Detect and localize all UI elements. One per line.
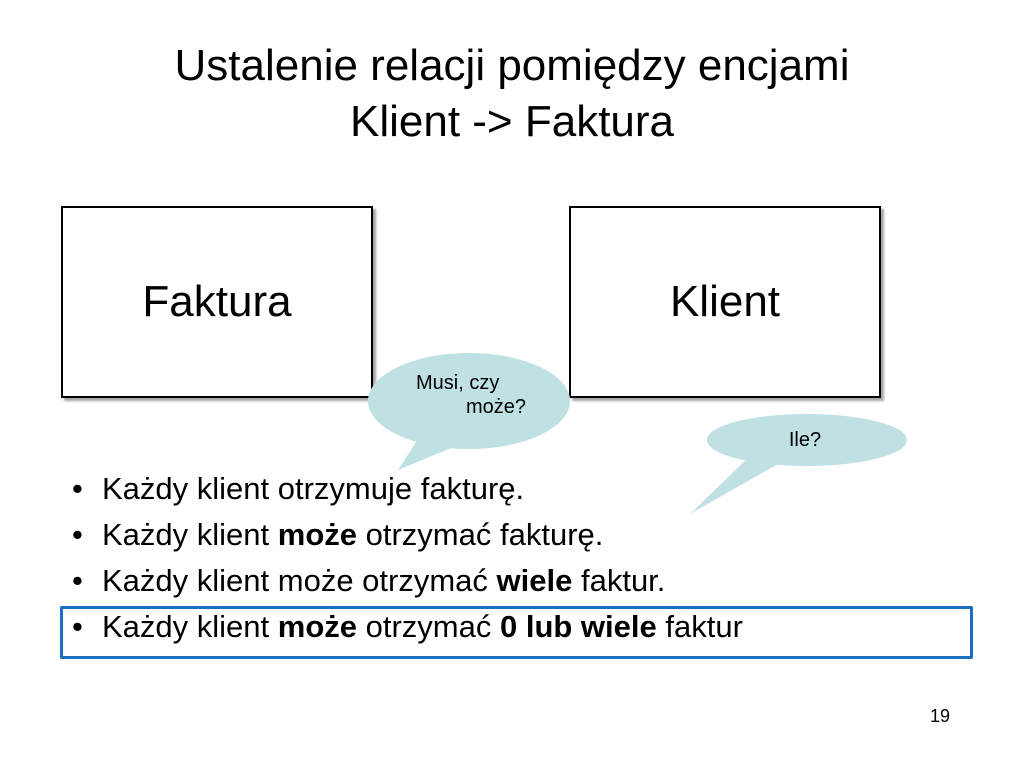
- bullet-item: • Każdy klient może otrzymać wiele faktur…: [72, 558, 972, 604]
- highlight-frame: [60, 606, 973, 659]
- bullet-emphasis: może: [277, 517, 358, 552]
- slide-title: Ustalenie relacji pomiędzy encjami Klien…: [0, 38, 1024, 150]
- title-line-1: Ustalenie relacji pomiędzy encjami: [174, 41, 850, 90]
- bullet-emphasis: może: [277, 609, 358, 644]
- bullet-list: • Każdy klient otrzymuje fakturę. • Każdy …: [72, 466, 972, 650]
- entity-label-klient: Klient: [669, 277, 781, 326]
- callout-text-musi-line2: może?: [465, 396, 526, 418]
- title-line-2: Klient -> Faktura: [349, 97, 675, 146]
- entity-box-klient: Klient: [569, 206, 881, 398]
- bullet-text: otrzymać: [357, 609, 500, 644]
- bullet-text: otrzymać fakturę.: [357, 517, 604, 552]
- bullet-text: Każdy klient: [102, 609, 278, 644]
- bullet-marker: •: [72, 563, 83, 598]
- bullet-text: Każdy klient może otrzymać: [102, 563, 497, 598]
- bullet-text: faktur: [656, 609, 743, 644]
- bullet-marker: •: [72, 471, 83, 506]
- bullet-text: faktur.: [572, 563, 666, 598]
- bullet-emphasis: wiele: [496, 563, 573, 598]
- bullet-emphasis: 0 lub wiele: [499, 609, 657, 644]
- slide-number: 19: [930, 706, 951, 726]
- bullet-item: • Każdy klient może otrzymać fakturę.: [72, 512, 972, 558]
- bullet-marker: •: [72, 609, 83, 644]
- bullet-text: Każdy klient otrzymuje fakturę.: [102, 471, 525, 506]
- bullet-item: • Każdy klient otrzymuje fakturę.: [72, 466, 972, 512]
- callout-text-musi-line1: Musi, czy: [416, 372, 500, 394]
- entity-label-faktura: Faktura: [142, 277, 292, 326]
- bullet-marker: •: [72, 517, 83, 552]
- bullet-item-highlighted: •Każdy klient może otrzymać 0 lub wiele …: [72, 604, 972, 650]
- callout-text-musi: Musi, czy może?: [404, 371, 554, 419]
- bullet-text: Każdy klient: [102, 517, 278, 552]
- entity-box-faktura: Faktura: [61, 206, 373, 398]
- callout-text-ile: Ile?: [788, 429, 822, 451]
